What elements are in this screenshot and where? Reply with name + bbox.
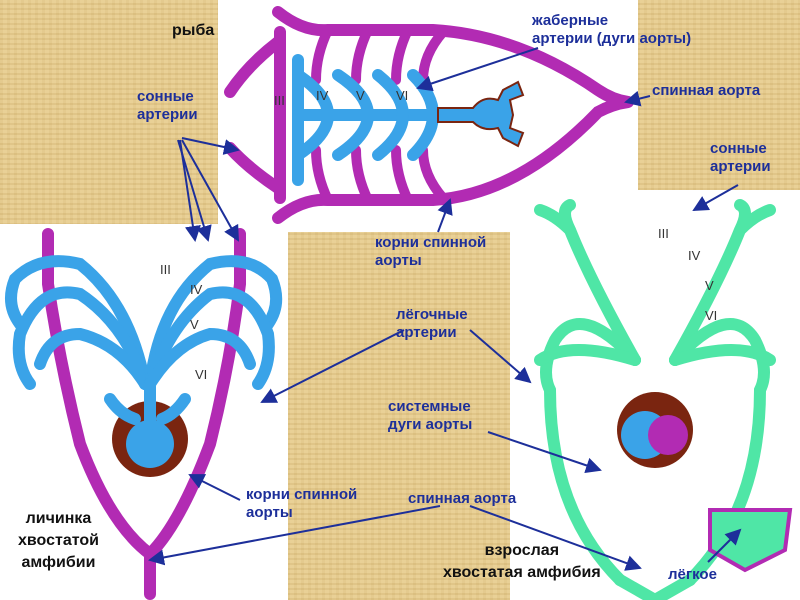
adult-title: взрослая хвостатая амфибия [443,542,601,581]
svg-text:III: III [658,226,669,241]
dorsal-roots-bottom-label: корни спинной аорты [246,486,358,521]
adult-diagram-panel: III IV V VI [510,190,800,600]
svg-text:IV: IV [688,248,701,263]
svg-text:IV: IV [190,282,203,297]
svg-text:V: V [190,317,199,332]
svg-text:VI: VI [705,308,717,323]
carotid-right-label: сонные артерии [710,140,771,175]
svg-text:IV: IV [316,88,329,103]
gill-arteries-label: жаберные артерии (дуги аорты) [532,12,692,47]
svg-text:III: III [160,262,171,277]
larva-title: личинка хвостатой амфибии [18,510,99,571]
fish-diagram: III IV V VI [224,6,634,224]
lung-label: лёгкое [668,566,717,583]
svg-text:VI: VI [195,367,207,382]
dorsal-roots-top-label: корни спинной аорты [375,234,487,269]
svg-text:III: III [274,93,285,108]
dorsal-aorta-bottom-label: спинная аорта [408,490,517,507]
pulmonary-label: лёгочные артерии [396,306,468,341]
fish-aorta-outline [224,6,634,224]
svg-text:V: V [356,88,365,103]
svg-text:V: V [705,278,714,293]
systemic-label: системные дуги аорты [388,398,473,433]
adult-diagram: III IV V VI [534,199,793,600]
svg-text:VI: VI [396,88,408,103]
dorsal-aorta-fish-label: спинная аорта [652,82,761,99]
fish-title: рыба [172,22,215,39]
carotid-left-label: сонные артерии [137,88,198,123]
fish-diagram-panel: III IV V VI [218,0,638,232]
